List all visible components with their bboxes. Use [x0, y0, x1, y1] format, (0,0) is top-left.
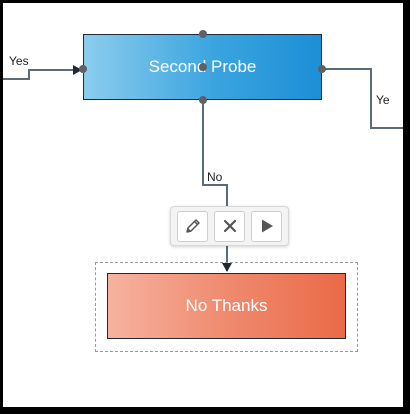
handle-center[interactable]: [199, 63, 207, 71]
play-icon: [261, 219, 273, 233]
selection-outline: [95, 262, 358, 352]
handle-left[interactable]: [79, 65, 87, 73]
edit-button[interactable]: [177, 210, 208, 242]
close-icon: [223, 219, 236, 233]
handle-top[interactable]: [199, 30, 207, 38]
pencil-icon: [185, 219, 200, 233]
handle-right[interactable]: [318, 65, 326, 73]
edge-label-yes-out: Ye: [376, 93, 390, 107]
edge-yes-out[interactable]: [323, 68, 403, 129]
edge-label-no: No: [207, 170, 223, 184]
handle-bottom[interactable]: [199, 96, 207, 104]
edge-label-yes-in: Yes: [9, 54, 29, 68]
flow-canvas-frame: Yes Ye No Second Probe: [3, 3, 403, 407]
node-toolbar: [170, 206, 289, 246]
edge-yes-in[interactable]: [3, 65, 82, 80]
delete-button[interactable]: [214, 210, 245, 242]
run-button[interactable]: [251, 210, 282, 242]
flow-canvas[interactable]: Yes Ye No Second Probe: [3, 3, 403, 407]
node-no-thanks-label: No Thanks: [185, 296, 268, 315]
node-no-thanks[interactable]: No Thanks: [107, 273, 346, 339]
